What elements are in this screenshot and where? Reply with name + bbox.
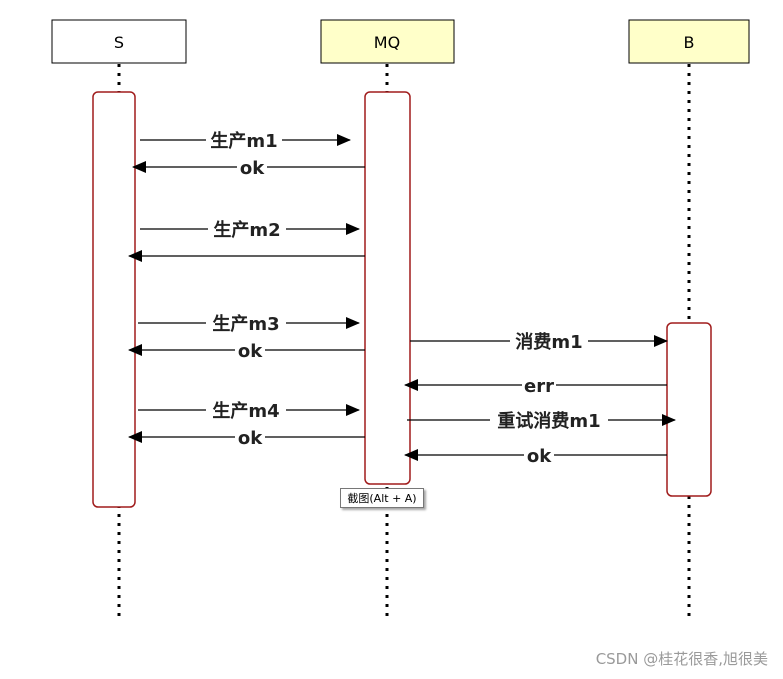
label-produce-m1: 生产m1 — [210, 130, 277, 152]
label-err: err — [524, 376, 554, 397]
participant-b[interactable]: B — [628, 19, 750, 64]
label-bg-err — [522, 376, 556, 396]
participant-b-box — [628, 19, 750, 64]
label-m4-ok: ok — [238, 428, 263, 449]
label-bg-m3-ok — [235, 341, 265, 361]
participant-mq[interactable]: MQ — [320, 19, 455, 64]
label-m3-ok: ok — [238, 341, 263, 362]
label-produce-m3: 生产m3 — [212, 313, 279, 335]
label-bg-m2 — [208, 217, 286, 241]
label-b-ok: ok — [527, 446, 552, 467]
label-bg-retry-consume-m1 — [490, 408, 608, 432]
label-retry-consume-m1: 重试消费m1 — [497, 410, 600, 432]
label-bg-m1-ok — [237, 158, 267, 178]
participant-mq-box — [320, 19, 455, 64]
participant-b-label: B — [684, 33, 695, 52]
label-bg-b-ok — [524, 446, 554, 466]
label-bg-m1 — [206, 128, 282, 152]
participant-mq-label: MQ — [374, 33, 400, 52]
label-produce-m2: 生产m2 — [213, 219, 280, 241]
participant-s-label: S — [114, 33, 124, 52]
label-bg-consume-m1 — [510, 329, 588, 353]
label-bg-m4 — [206, 398, 286, 422]
participant-s[interactable]: S — [51, 19, 187, 64]
participant-s-box — [51, 19, 187, 64]
label-consume-m1: 消费m1 — [515, 331, 582, 353]
label-bg-m4-ok — [235, 428, 265, 448]
activation-mq[interactable] — [364, 91, 411, 485]
activation-b[interactable] — [666, 322, 712, 497]
screenshot-tooltip: 截图(Alt + A) — [340, 488, 424, 508]
watermark: CSDN @桂花很香,旭很美 — [595, 650, 768, 668]
label-bg-m3 — [206, 311, 286, 335]
activation-s[interactable] — [92, 91, 136, 508]
label-m1-ok: ok — [240, 158, 265, 179]
label-produce-m4: 生产m4 — [212, 400, 279, 422]
